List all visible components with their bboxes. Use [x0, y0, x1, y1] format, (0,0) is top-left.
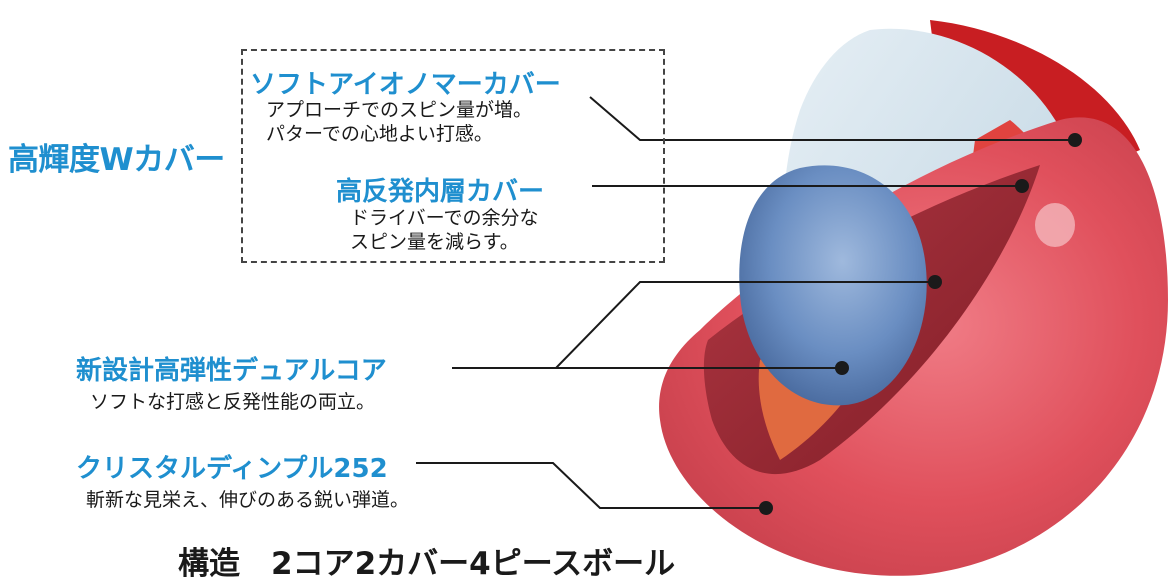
layer-title-dual-core: 新設計高弾性デュアルコア	[76, 356, 387, 386]
dimple-highlight	[1035, 203, 1075, 247]
layer-desc-inner-cover: ドライバーでの余分な スピン量を減らす。	[350, 207, 539, 253]
leader-line-1	[589, 96, 1075, 141]
leader-dot-3a	[928, 275, 942, 289]
layer-title-soft-ionomer: ソフトアイオノマーカバー	[250, 70, 561, 100]
leader-dot-4	[759, 501, 773, 515]
layer-title-crystal-dimple: クリスタルディンプル252	[76, 454, 388, 484]
leader-dot-1	[1068, 133, 1082, 147]
layer-desc-dual-core: ソフトな打感と反発性能の両立。	[90, 391, 376, 413]
leader-dot-2	[1015, 179, 1029, 193]
layer-desc-crystal-dimple: 斬新な見栄え、伸びのある鋭い弾道。	[86, 489, 410, 511]
core	[739, 165, 927, 406]
layer-desc-soft-ionomer: アプローチでのスピン量が増。 パターでの心地よい打感。	[266, 99, 533, 145]
high-luminance-cover-label: 高輝度Wカバー	[8, 142, 225, 178]
leader-line-4	[416, 462, 766, 509]
structure-caption: 構造 2コア2カバー4ピースボール	[178, 546, 676, 582]
layer-title-inner-cover: 高反発内層カバー	[336, 177, 545, 207]
w-cover-group-box	[241, 49, 665, 263]
